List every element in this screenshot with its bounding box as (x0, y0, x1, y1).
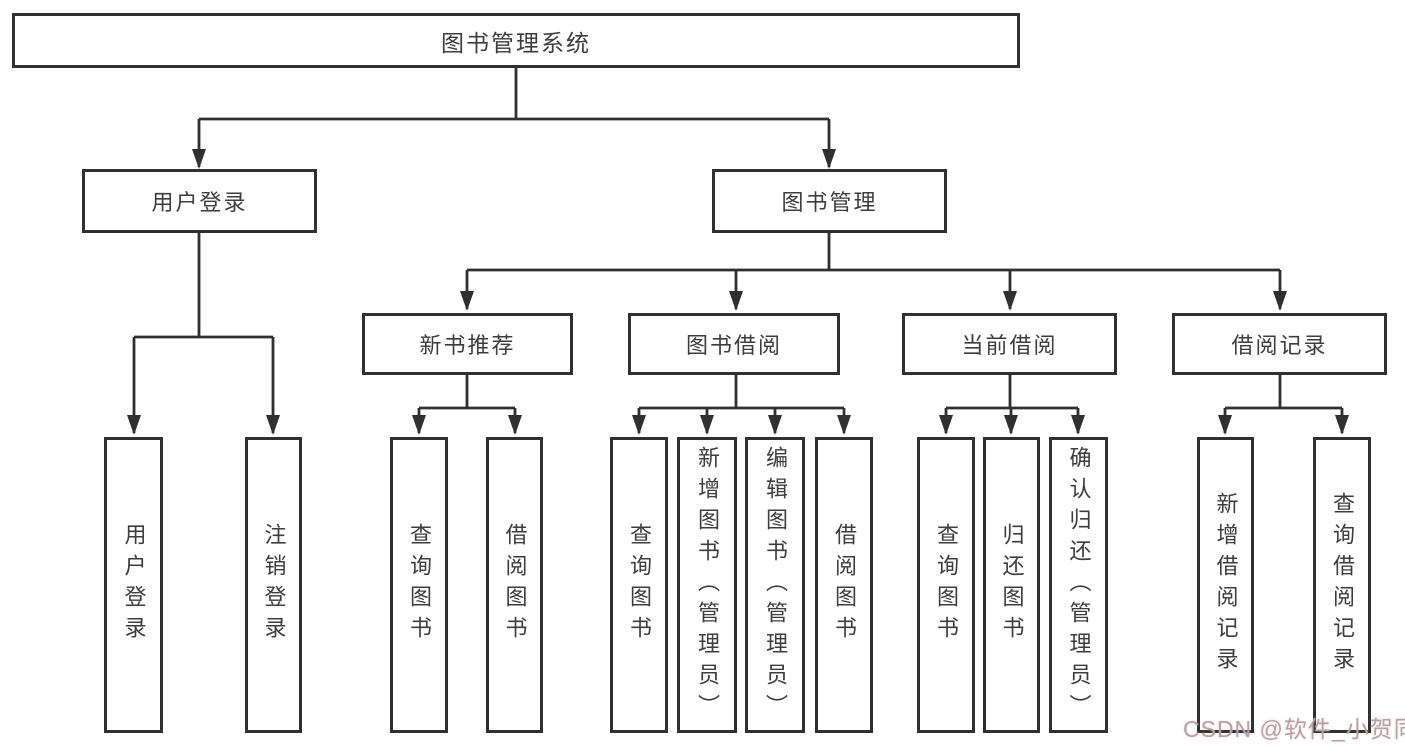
leaf-user-login-label: 用户登录 (121, 523, 147, 647)
node-new-book-recommend: 新书推荐 (362, 313, 573, 375)
leaf-logout: 注销登录 (245, 437, 302, 733)
node-book-borrow: 图书借阅 (628, 313, 840, 375)
node-current-borrow-label: 当前借阅 (961, 333, 1058, 358)
leaf-current-query: 查询图书 (917, 437, 975, 733)
leaf-current-return-label: 归还图书 (999, 523, 1025, 647)
leaf-current-query-label: 查询图书 (934, 523, 959, 647)
leaf-borrow-add-admin: 新增图书（管理员） (677, 437, 737, 733)
node-book-management-label: 图书管理 (781, 190, 878, 215)
leaf-borrow-edit-admin: 编辑图书（管理员） (745, 437, 805, 733)
leaf-record-query-label: 查询借阅记录 (1330, 492, 1355, 678)
leaf-borrow-add-admin-label: 新增图书（管理员） (695, 445, 720, 725)
csdn-watermark: CSDN @软件_小贺同学 (1183, 716, 1405, 742)
node-borrow-record-label: 借阅记录 (1231, 333, 1328, 358)
leaf-borrow-borrow-label: 借阅图书 (832, 523, 857, 647)
leaf-newbook-borrow: 借阅图书 (486, 437, 543, 733)
leaf-newbook-query: 查询图书 (390, 437, 448, 733)
node-new-book-recommend-label: 新书推荐 (419, 333, 516, 358)
node-current-borrow: 当前借阅 (902, 313, 1117, 375)
leaf-borrow-edit-admin-label: 编辑图书（管理员） (763, 445, 788, 725)
leaf-record-add-label: 新增借阅记录 (1213, 492, 1239, 678)
leaf-current-return: 归还图书 (983, 437, 1040, 733)
leaf-current-confirm-admin-label: 确认归还（管理员） (1066, 445, 1092, 725)
leaf-borrow-query-label: 查询图书 (627, 523, 652, 647)
node-library-system-label: 图书管理系统 (441, 29, 591, 56)
node-user-login-label: 用户登录 (151, 190, 248, 215)
leaf-borrow-borrow: 借阅图书 (815, 437, 873, 733)
node-user-login: 用户登录 (82, 169, 317, 233)
leaf-user-login: 用户登录 (104, 437, 163, 733)
node-library-system: 图书管理系统 (12, 13, 1020, 68)
leaf-record-add: 新增借阅记录 (1197, 437, 1254, 733)
leaf-record-query: 查询借阅记录 (1313, 437, 1371, 733)
leaf-logout-label: 注销登录 (261, 523, 287, 647)
node-book-borrow-label: 图书借阅 (685, 333, 782, 358)
leaf-newbook-query-label: 查询图书 (407, 523, 432, 647)
leaf-current-confirm-admin: 确认归还（管理员） (1049, 437, 1108, 733)
node-book-management: 图书管理 (712, 169, 947, 233)
leaf-newbook-borrow-label: 借阅图书 (502, 523, 528, 647)
leaf-borrow-query: 查询图书 (610, 437, 668, 733)
node-borrow-record: 借阅记录 (1172, 313, 1387, 375)
